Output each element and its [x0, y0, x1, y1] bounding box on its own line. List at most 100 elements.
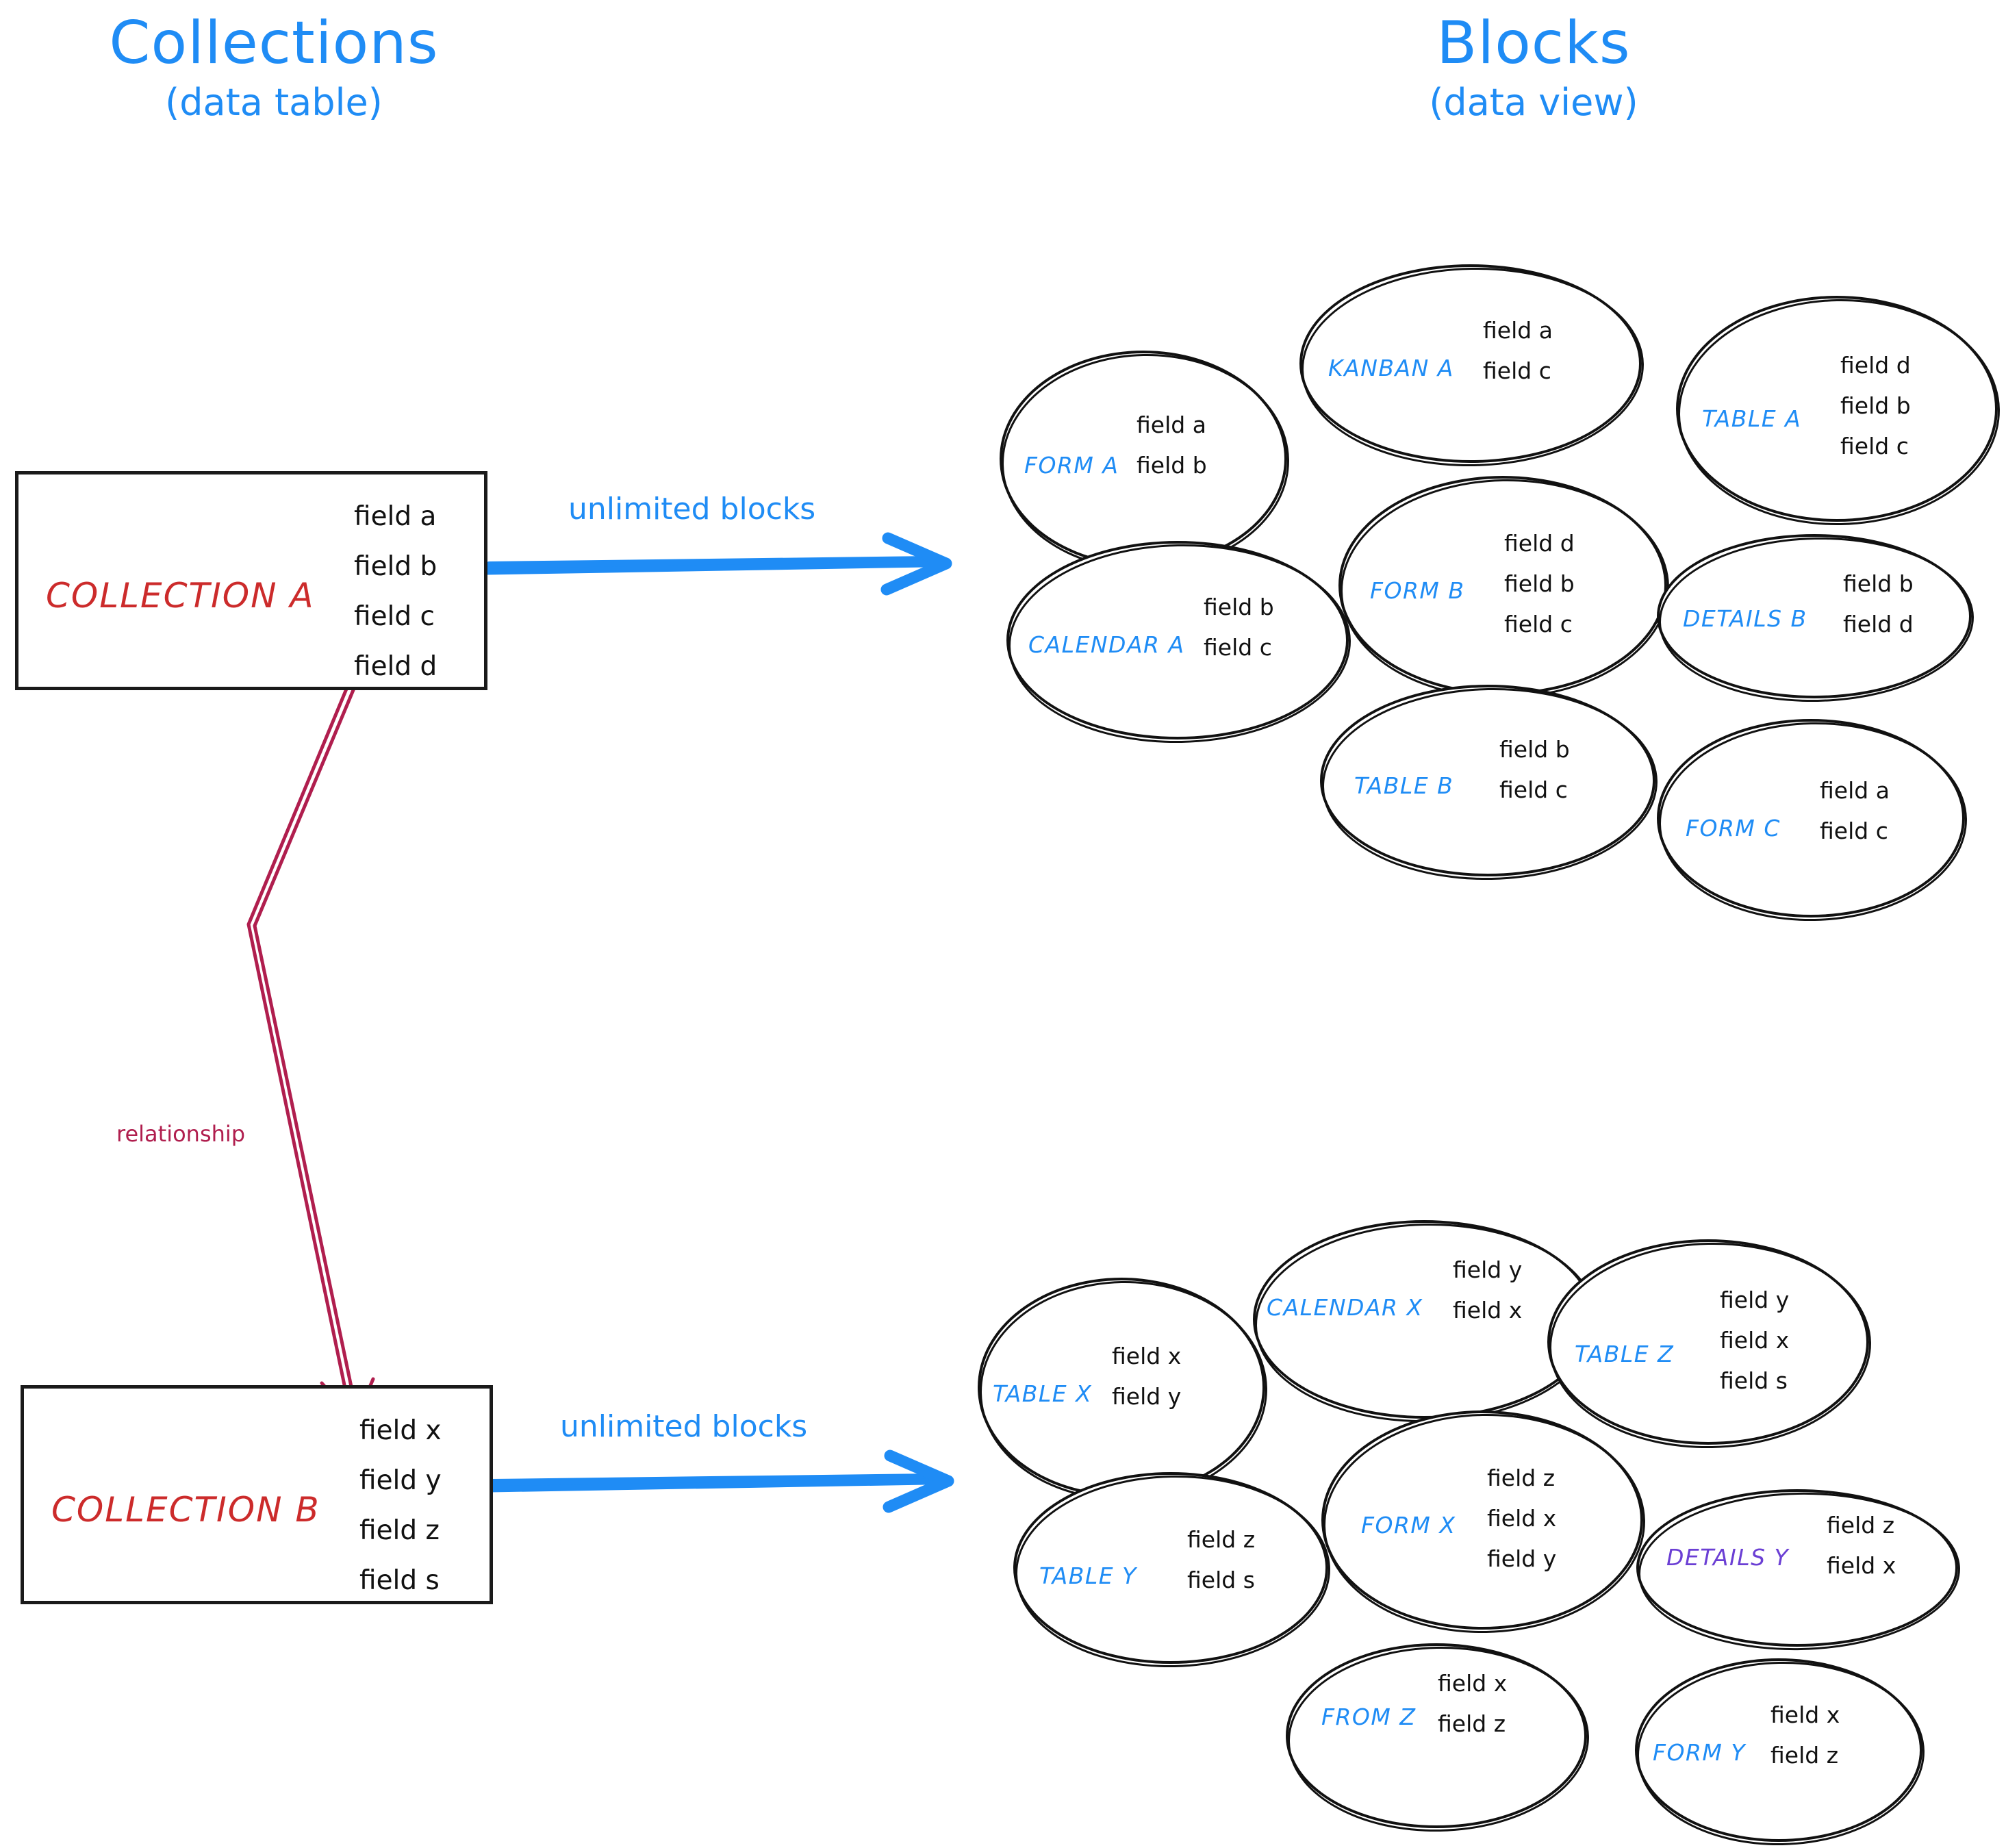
block-outline	[1635, 1658, 1922, 1842]
block-form-x-fields: field z field x field y	[1487, 1467, 1556, 1588]
field-item: field d	[1840, 352, 1911, 379]
field-item: field c	[1204, 634, 1272, 661]
block-table-y[interactable]: TABLE Y field z field s	[1013, 1472, 1332, 1671]
field-item: field y	[1487, 1545, 1557, 1572]
collection-b-name: COLLECTION B	[51, 1490, 320, 1530]
block-from-z-label: FROM Z	[1321, 1704, 1417, 1730]
arrow-label-unlimited-blocks-a: unlimited blocks	[568, 492, 816, 527]
block-form-b-fields: field d field b field c	[1504, 532, 1575, 653]
block-form-c-label: FORM C	[1686, 815, 1781, 841]
block-outline	[1657, 534, 1972, 698]
block-outline	[1321, 1410, 1643, 1630]
heading-blocks: Blocks (data view)	[1287, 12, 1780, 123]
block-from-z-fields: field x field z	[1438, 1672, 1507, 1753]
block-outline	[1547, 1239, 1869, 1445]
block-table-a[interactable]: TABLE A field d field b field c	[1675, 296, 2003, 529]
block-outline	[978, 1278, 1265, 1497]
collection-a-box[interactable]: COLLECTION A field a field b field c fie…	[15, 471, 487, 690]
field-item: field x	[1438, 1670, 1508, 1697]
block-table-z[interactable]: TABLE Z field y field x field s	[1547, 1239, 1873, 1452]
block-table-x-label: TABLE X	[993, 1380, 1093, 1407]
field-item: field z	[1770, 1742, 1839, 1769]
block-table-b[interactable]: TABLE B field b field c	[1320, 685, 1660, 883]
heading-collections-subtitle: (data table)	[165, 81, 383, 125]
block-form-y-fields: field x field z	[1770, 1704, 1840, 1784]
field-item: field d	[1843, 611, 1914, 637]
field-item: field b	[1204, 594, 1274, 620]
field-item: field a	[1483, 317, 1553, 344]
field-item: field s	[1720, 1367, 1788, 1394]
block-form-a-fields: field a field b	[1137, 414, 1207, 494]
field-item: field x	[1112, 1343, 1182, 1369]
block-outline	[1013, 1472, 1328, 1664]
field-item: field y	[1112, 1383, 1182, 1410]
collection-b-field-1: field y	[359, 1465, 442, 1496]
block-form-x-label: FORM X	[1361, 1512, 1456, 1539]
field-item: field c	[1840, 433, 1909, 459]
block-details-y-fields: field z field x	[1827, 1514, 1896, 1595]
block-table-x[interactable]: TABLE X field x field y	[977, 1278, 1270, 1504]
block-form-y[interactable]: FORM Y field x field z	[1635, 1658, 1927, 1848]
field-item: field x	[1453, 1297, 1523, 1324]
block-form-b[interactable]: FORM B field d field b field c	[1338, 476, 1672, 702]
block-details-y[interactable]: DETAILS Y field z field x	[1636, 1489, 1962, 1654]
block-table-z-label: TABLE Z	[1575, 1341, 1675, 1367]
collection-a-fields: field a field b field c field d	[354, 503, 437, 703]
block-table-y-label: TABLE Y	[1039, 1562, 1137, 1589]
block-outline	[1636, 1489, 1958, 1647]
block-outline	[1338, 476, 1667, 695]
collection-b-box[interactable]: COLLECTION B field x field y field z fie…	[21, 1385, 493, 1604]
block-outline	[1657, 719, 1965, 917]
block-details-b-fields: field b field d	[1843, 572, 1914, 653]
block-table-b-label: TABLE B	[1354, 772, 1454, 799]
collection-b-field-2: field z	[359, 1515, 440, 1546]
block-details-b-label: DETAILS B	[1683, 605, 1807, 632]
block-kanban-a-label: KANBAN A	[1328, 355, 1454, 381]
field-item: field x	[1720, 1327, 1790, 1354]
heading-blocks-title: Blocks	[1436, 9, 1631, 77]
block-table-y-fields: field z field s	[1187, 1528, 1255, 1609]
block-outline	[1299, 264, 1642, 463]
block-outline	[1253, 1220, 1595, 1419]
field-item: field c	[1820, 818, 1888, 844]
arrow-unlimited-blocks-b	[486, 1450, 954, 1513]
block-outline	[1006, 541, 1349, 739]
field-item: field c	[1499, 776, 1568, 803]
field-item: field c	[1504, 611, 1573, 637]
block-table-a-label: TABLE A	[1702, 405, 1802, 432]
field-item: field c	[1483, 357, 1551, 384]
field-item: field z	[1487, 1465, 1556, 1491]
block-calendar-a[interactable]: CALENDAR A field b field c	[1006, 541, 1353, 746]
field-item: field y	[1720, 1287, 1790, 1313]
heading-blocks-subtitle: (data view)	[1429, 81, 1638, 125]
field-item: field d	[1504, 530, 1575, 557]
collection-a-field-2: field c	[354, 601, 435, 632]
field-item: field b	[1840, 392, 1911, 419]
block-form-x[interactable]: FORM X field z field x field y	[1321, 1410, 1648, 1636]
collection-a-name: COLLECTION A	[46, 576, 315, 616]
field-item: field s	[1187, 1567, 1255, 1593]
collection-b-field-3: field s	[359, 1565, 440, 1596]
field-item: field a	[1820, 777, 1890, 804]
field-item: field x	[1827, 1552, 1896, 1579]
block-kanban-a-fields: field a field c	[1483, 319, 1553, 400]
block-from-z[interactable]: FROM Z field x field z	[1286, 1643, 1591, 1835]
block-calendar-x[interactable]: CALENDAR X field y field x	[1253, 1220, 1599, 1426]
field-item: field y	[1453, 1256, 1523, 1283]
heading-collections: Collections (data table)	[27, 12, 520, 123]
block-outline	[1320, 685, 1655, 876]
collection-a-field-0: field a	[354, 501, 437, 532]
collection-a-field-1: field b	[354, 551, 437, 582]
field-item: field z	[1827, 1512, 1895, 1539]
heading-collections-title: Collections	[109, 9, 439, 77]
block-outline	[1676, 296, 1998, 522]
block-form-a[interactable]: FORM A field a field b	[1000, 351, 1291, 574]
field-item: field a	[1137, 412, 1206, 438]
block-form-c[interactable]: FORM C field a field c	[1657, 719, 1969, 924]
block-kanban-a[interactable]: KANBAN A field a field c	[1299, 264, 1646, 470]
field-item: field z	[1187, 1526, 1256, 1553]
block-details-b[interactable]: DETAILS B field b field d	[1657, 534, 1976, 705]
collection-a-field-3: field d	[354, 651, 437, 682]
field-item: field z	[1438, 1710, 1506, 1737]
